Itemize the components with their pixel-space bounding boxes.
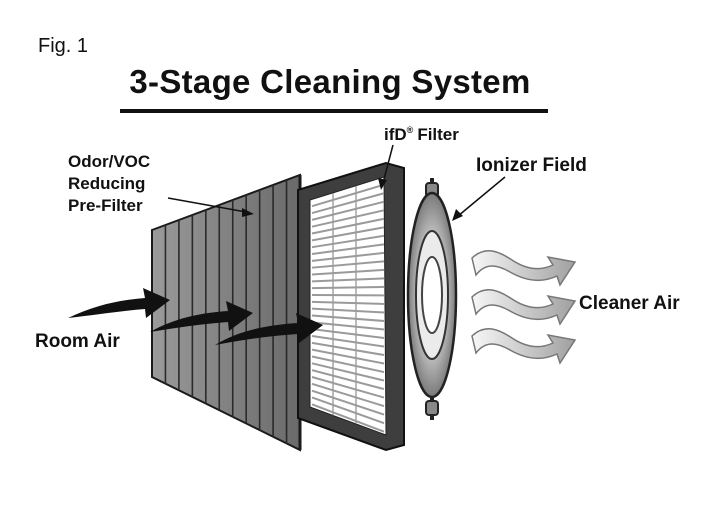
white-wavy-arrow-icon [472, 290, 575, 324]
ionizer-label: Ionizer Field [476, 155, 587, 176]
diagram-title: 3-Stage Cleaning System [129, 63, 530, 100]
ifd-filter-label-main: ifD [384, 125, 407, 144]
registered-mark: ® [407, 125, 414, 135]
ifd-filter-panel [298, 163, 404, 450]
title-underline [120, 109, 548, 113]
cleaner-air-arrows [472, 251, 575, 363]
prefilter-label-line-1: Odor/VOC [68, 152, 150, 171]
ionizer-field [408, 178, 456, 420]
figure-label: Fig. 1 [38, 35, 88, 57]
ifd-filter-label: ifD®Filter [384, 125, 459, 144]
ifd-filter-label-word: Filter [417, 125, 459, 144]
room-air-label: Room Air [35, 331, 120, 352]
cleaner-air-label: Cleaner Air [579, 293, 680, 314]
grid-slat [312, 287, 384, 288]
prefilter-label-line-2: Reducing [68, 174, 145, 193]
white-wavy-arrow-icon [472, 329, 575, 363]
white-wavy-arrow-icon [472, 251, 575, 285]
prefilter-label-line-3: Pre-Filter [68, 196, 143, 215]
